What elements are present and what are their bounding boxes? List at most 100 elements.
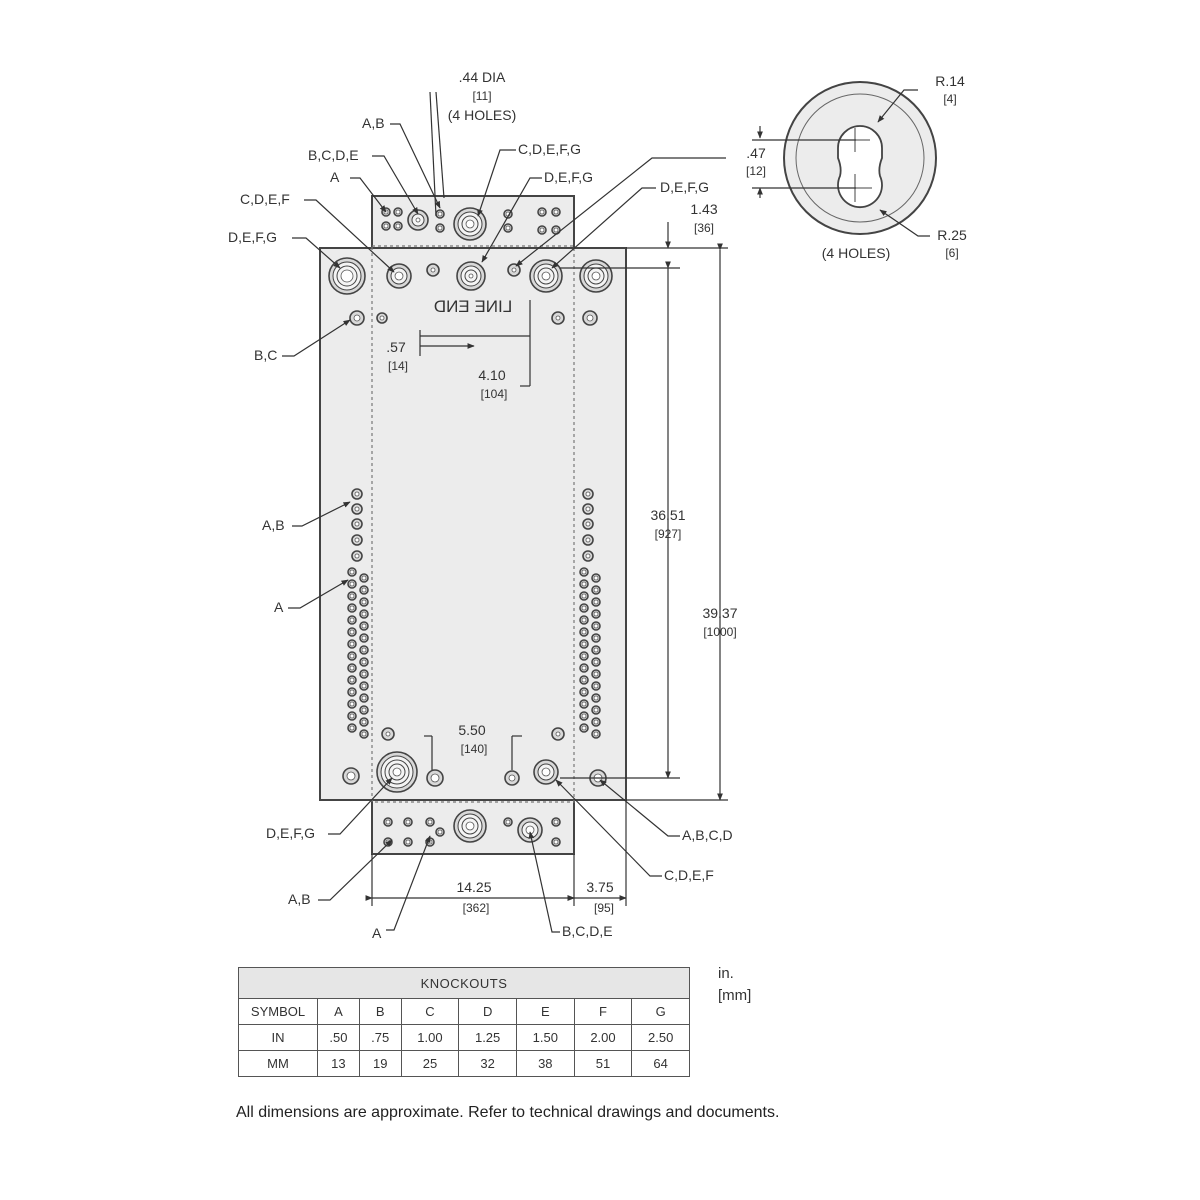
knockout-hole: [435, 827, 445, 837]
dim-57-mm: [14]: [388, 359, 408, 373]
knockout-hole: [582, 518, 594, 530]
knockout-hole: [393, 221, 403, 231]
knockout-hole: [579, 663, 589, 673]
inch-cell: 1.50: [515, 1024, 575, 1051]
knockout-hole: [342, 767, 360, 785]
inch-cell: 2.00: [573, 1024, 633, 1051]
knockout-hole: [579, 591, 589, 601]
callout-text: A,B B,C,D,E A C,D,E,F D,E,F,G C,D,E,F,G …: [228, 115, 733, 941]
knockout-hole: [503, 223, 513, 233]
symbol-cell: A: [317, 998, 360, 1025]
knockout-hole: [435, 209, 445, 219]
inner-outline: [371, 245, 575, 803]
mm-cell: 25: [400, 1050, 460, 1077]
table-row-inches: IN .50 .75 1.00 1.25 1.50 2.00 2.50: [238, 1024, 690, 1051]
knockout-hole: [347, 639, 357, 649]
inch-cell: 1.00: [400, 1024, 460, 1051]
dim-410-mm: [104]: [481, 387, 508, 401]
knockout-hole: [351, 503, 363, 515]
knockout-hole: [582, 550, 594, 562]
inch-cell: .75: [358, 1024, 402, 1051]
knockout-hole: [537, 225, 547, 235]
dim-410: 4.10: [478, 367, 505, 383]
knockout-hole: [351, 488, 363, 500]
dim-550: 5.50: [458, 722, 485, 738]
knockout-hole: [426, 769, 444, 787]
knockout-hole: [347, 579, 357, 589]
knockout-hole: [359, 633, 369, 643]
knockout-hole: [347, 651, 357, 661]
knockout-hole: [582, 488, 594, 500]
keyhole-count: (4 HOLES): [822, 245, 890, 261]
callout-left-bc: B,C: [254, 347, 277, 363]
callout-bottom-bcde: B,C,D,E: [562, 923, 613, 939]
symbol-cell: B: [358, 998, 402, 1025]
knockout-hole: [386, 263, 412, 289]
callout-left-ab: A,B: [262, 517, 285, 533]
knockout-hole: [383, 817, 393, 827]
knockout-hole: [579, 567, 589, 577]
knockout-hole: [359, 669, 369, 679]
keyhole-detail: [783, 81, 937, 235]
knockout-hole: [435, 223, 445, 233]
knockout-hole: [579, 723, 589, 733]
knockout-hole: [347, 567, 357, 577]
dim-top: 1.43: [690, 201, 717, 217]
callout-bottom-defg: D,E,F,G: [266, 825, 315, 841]
knockout-hole: [347, 615, 357, 625]
knockout-hole: [529, 259, 563, 293]
symbol-cell: F: [573, 998, 633, 1025]
knockout-hole: [376, 751, 418, 793]
knockout-hole: [403, 817, 413, 827]
dim-57: .57: [386, 339, 406, 355]
dim-inner-h-mm: [927]: [655, 527, 682, 541]
knockout-hole: [347, 675, 357, 685]
knockout-hole: [381, 221, 391, 231]
callout-bottom-ab: A,B: [288, 891, 311, 907]
main-panel: [319, 247, 627, 801]
knockout-hole: [591, 729, 601, 739]
dim-top-mm: [36]: [694, 221, 714, 235]
knockout-hole: [579, 627, 589, 637]
mm-cell: 38: [515, 1050, 575, 1077]
callout-top-defg-mid: D,E,F,G: [544, 169, 593, 185]
knockout-hole: [453, 207, 487, 241]
knockout-hole: [591, 585, 601, 595]
inch-cell: 2.50: [631, 1024, 690, 1051]
knockout-hole: [347, 591, 357, 601]
knockout-hole: [359, 717, 369, 727]
hole-count: (4 HOLES): [448, 107, 516, 123]
mm-cell: 13: [317, 1050, 360, 1077]
knockout-hole: [591, 573, 601, 583]
dimension-lines: [365, 126, 856, 906]
knockout-hole: [579, 579, 589, 589]
callout-top-a: A: [330, 169, 340, 185]
knockout-hole: [359, 645, 369, 655]
row-label-in: IN: [238, 1024, 318, 1051]
dimension-text: .44 DIA [11] (4 HOLES) R.14 [4] R.25 [6]…: [386, 69, 967, 915]
symbol-cell: C: [400, 998, 460, 1025]
knockout-hole: [551, 817, 561, 827]
callout-top-ab: A,B: [362, 115, 385, 131]
mm-cell: 51: [573, 1050, 633, 1077]
keyhole-dim-mm: [12]: [746, 164, 766, 178]
knockout-hole: [359, 657, 369, 667]
knockout-hole: [359, 681, 369, 691]
knockout-hole: [579, 651, 589, 661]
symbol-cell: D: [458, 998, 517, 1025]
knockout-hole: [551, 311, 565, 325]
knockout-hole: [507, 263, 521, 277]
callout-bottom-cdef: C,D,E,F: [664, 867, 714, 883]
knockout-hole: [351, 518, 363, 530]
callout-top-cdef-left: C,D,E,F: [240, 191, 290, 207]
knockout-hole: [503, 817, 513, 827]
knockout-hole: [359, 705, 369, 715]
knockout-hole: [517, 817, 543, 843]
knockout-hole: [591, 609, 601, 619]
mm-cell: 32: [458, 1050, 517, 1077]
line-end-label: LINE END: [434, 297, 512, 316]
knockout-hole: [347, 663, 357, 673]
knockout-hole: [591, 717, 601, 727]
knockout-hole: [393, 207, 403, 217]
knockout-hole: [582, 503, 594, 515]
